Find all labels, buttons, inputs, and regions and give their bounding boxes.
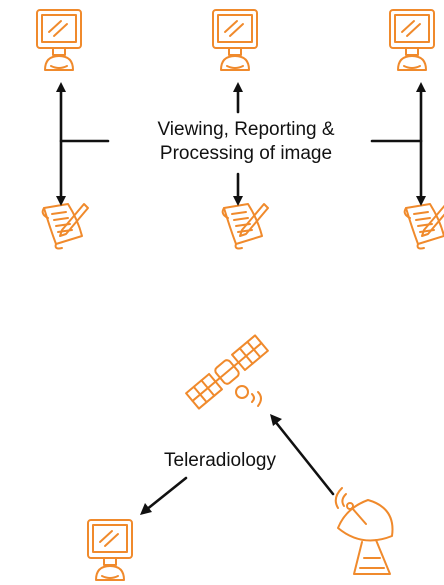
up-arrow bbox=[233, 82, 243, 114]
arrow-dish-to-satellite bbox=[270, 414, 335, 496]
double-arrow-left bbox=[56, 82, 110, 206]
satellite-icon bbox=[185, 334, 269, 410]
viewing-label-line1: Viewing, Reporting & bbox=[157, 119, 335, 140]
teleradiology-label: Teleradiology bbox=[164, 450, 276, 471]
down-arrow bbox=[233, 172, 243, 206]
monitor-icon bbox=[212, 9, 258, 71]
document-pen-icon bbox=[41, 203, 89, 250]
monitor-icon bbox=[87, 519, 133, 581]
double-arrow-right bbox=[370, 82, 426, 206]
document-pen-icon bbox=[221, 203, 269, 250]
viewing-label-line2: Processing of image bbox=[159, 143, 333, 164]
document-pen-icon bbox=[403, 203, 444, 250]
arrow-to-monitor bbox=[140, 476, 188, 515]
viewing-reporting-label: Viewing, Reporting & Processing of image bbox=[128, 118, 364, 166]
monitor-icon bbox=[389, 9, 435, 71]
monitor-icon bbox=[36, 9, 82, 71]
satellite-dish-icon bbox=[334, 487, 394, 575]
